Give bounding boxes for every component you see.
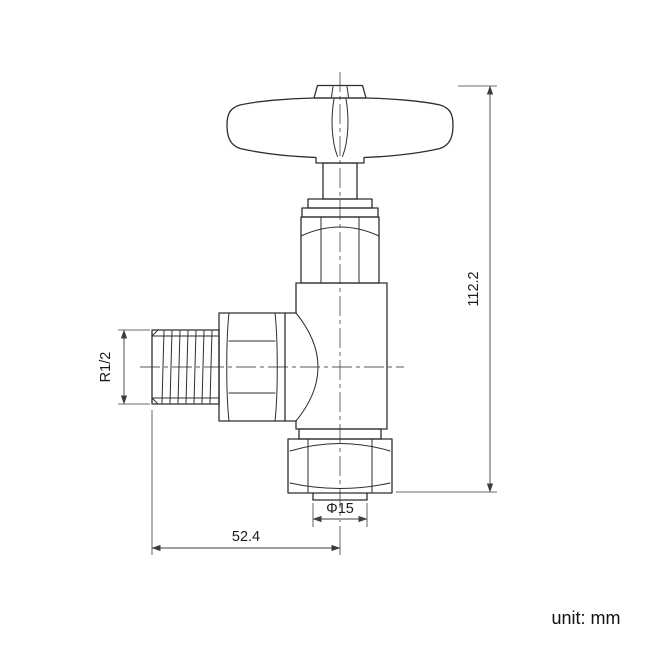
bottom-nut-chamfer-top <box>289 443 391 452</box>
thread-spigot-group <box>151 329 220 405</box>
bottom-nut-group <box>287 428 393 501</box>
handle-front-arm-right-edge <box>342 98 349 157</box>
valve-outline-group <box>151 84 454 501</box>
bottom-nut-chamfer-bottom <box>289 482 391 489</box>
thread-crest-lines <box>161 330 213 404</box>
union-nut-chamfer-left <box>226 312 230 422</box>
dimension-diameter-label: Φ15 <box>326 501 354 517</box>
unit-label: unit: mm <box>551 608 620 628</box>
dimension-thread-label: R1/2 <box>98 352 114 383</box>
handle-cap-detail-left <box>331 86 334 98</box>
bottom-nut <box>287 438 393 494</box>
dimension-height-group: 112.2 <box>396 85 497 493</box>
body-internal-boss-arc <box>295 312 319 422</box>
thread-spigot <box>151 329 220 405</box>
thread-chamfer-top <box>151 329 159 337</box>
union-nut-chamfer-right <box>274 312 278 422</box>
dimension-height-label: 112.2 <box>466 271 482 306</box>
gland-chamfer-arc <box>300 226 380 237</box>
handle-front-arm-left-edge <box>331 98 338 157</box>
valve-body-group <box>284 282 388 430</box>
handle-group <box>226 84 454 164</box>
dimension-width-label: 52.4 <box>232 529 260 545</box>
dimension-width-group: 52.4 <box>151 410 341 555</box>
handle-outline <box>226 97 454 164</box>
thread-chamfer-bottom <box>151 397 159 405</box>
handle-cap-detail-right <box>346 86 349 98</box>
centerlines-group <box>140 72 404 522</box>
dimension-thread-group: R1/2 <box>98 329 150 405</box>
dimension-diameter-group: Φ15 <box>312 501 368 527</box>
